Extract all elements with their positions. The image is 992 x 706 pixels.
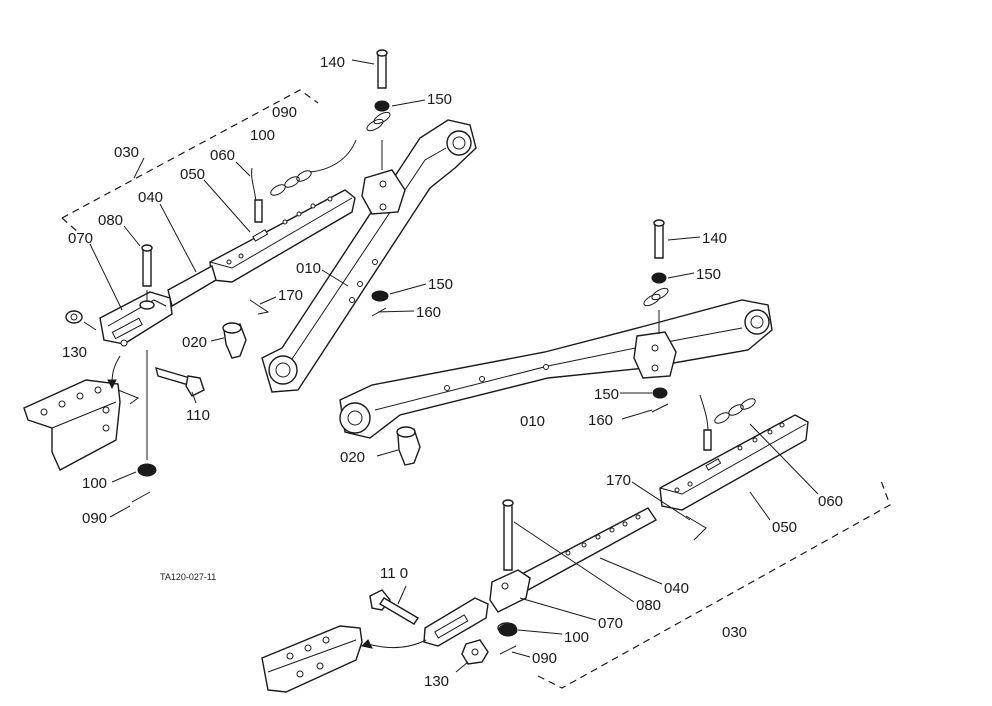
mounting-bracket-right [261, 625, 427, 693]
label-040-right: 040 [664, 580, 689, 597]
pin-140-left [366, 49, 391, 170]
label-060-right: 060 [818, 493, 843, 510]
stabilizer-right [423, 394, 809, 647]
label-140-left: 140 [320, 54, 345, 71]
label-020-left: 020 [182, 334, 207, 351]
label-110-left: 110 [186, 407, 210, 424]
bolt-110-left [155, 366, 205, 397]
label-150-right-top: 150 [696, 266, 721, 283]
label-170-left: 170 [278, 287, 303, 304]
stabilizer-left [99, 139, 357, 347]
label-150-left-mid: 150 [428, 276, 453, 293]
label-040-left: 040 [138, 189, 163, 206]
label-050-right: 050 [772, 519, 797, 536]
knob-020-right [396, 426, 421, 466]
label-080-right: 080 [636, 597, 661, 614]
nut-130-right [461, 639, 489, 665]
label-140-right: 140 [702, 230, 727, 247]
label-100-left-top: 100 [250, 127, 275, 144]
label-030-right: 030 [722, 624, 747, 641]
washer-150-left-lower [371, 290, 389, 317]
group-outline-030-left [61, 89, 319, 233]
mounting-bracket-left [23, 355, 140, 471]
label-050-left: 050 [180, 166, 205, 183]
lower-link-arm-right [339, 299, 773, 439]
nut-130-left [65, 310, 83, 324]
label-100-left-bottom: 100 [82, 475, 107, 492]
label-090-right: 090 [532, 650, 557, 667]
label-030-left: 030 [114, 144, 139, 161]
washers-100-090-right [498, 623, 518, 655]
leader-lines [83, 59, 819, 673]
label-080-left: 080 [98, 212, 123, 229]
group-outline-030-right [537, 477, 891, 689]
label-090-left-group: 090 [272, 104, 297, 121]
label-020-right: 020 [340, 449, 365, 466]
drawing-code: TA120-027-11 [160, 572, 216, 582]
label-150-left-top: 150 [427, 91, 452, 108]
upper-link-arm-left [261, 119, 477, 393]
washers-100-090-left [131, 350, 157, 503]
label-150-right-mid: 150 [594, 386, 619, 403]
label-010-left: 010 [296, 260, 321, 277]
label-160-left: 160 [416, 304, 441, 321]
label-100-right: 100 [564, 629, 589, 646]
label-130-left: 130 [62, 344, 87, 361]
label-010-right: 010 [520, 413, 545, 430]
label-090-left-bottom: 090 [82, 510, 107, 527]
label-130-right: 130 [424, 673, 449, 690]
label-070-left: 070 [68, 230, 93, 247]
label-170-right: 170 [606, 472, 631, 489]
bolt-110-right [369, 589, 419, 625]
label-070-right: 070 [598, 615, 623, 632]
label-060-left: 060 [210, 147, 235, 164]
pin-140-right [643, 219, 669, 413]
label-110-right: 11 0 [380, 565, 408, 582]
label-160-right: 160 [588, 412, 613, 429]
knob-020-left [222, 322, 247, 359]
